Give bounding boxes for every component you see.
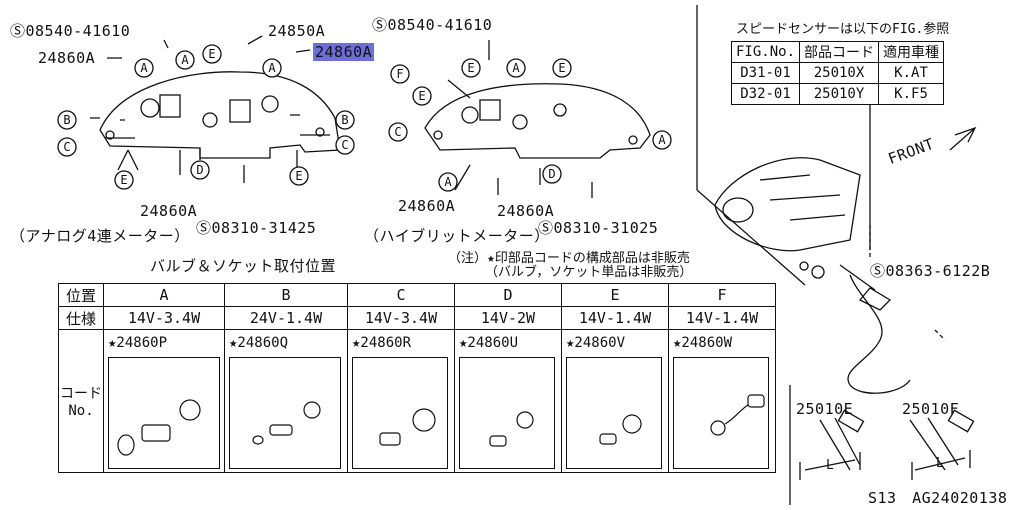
bulb-label-hb2: 24860A xyxy=(497,202,555,220)
callout-a-1: A xyxy=(140,61,148,75)
callout-e-6: E xyxy=(418,89,425,103)
fig-header-part-code: 部品コード xyxy=(799,41,880,63)
bulb-label-a1: 24860A xyxy=(38,49,96,67)
screw-label-s5: Ⓢ08363-6122B xyxy=(870,262,991,280)
fig-cell: K.F5 xyxy=(878,83,945,105)
screw-label-s2: Ⓢ08540-41610 xyxy=(372,16,493,34)
fig-cell: D31-01 xyxy=(730,62,801,84)
speed-sensor-sketch xyxy=(714,157,861,252)
table-row: コード No. ★24860P ★24860Q ★24860R ★24860U … xyxy=(58,329,776,473)
spec-cell: 14V-1.4W xyxy=(561,306,669,330)
table-row: D32-01 25010Y K.F5 xyxy=(730,83,945,105)
bulb-picture-box xyxy=(229,357,341,469)
clip-label-e: 25010E xyxy=(796,400,854,418)
row-label-position: 位置 xyxy=(58,283,104,307)
fig-table-header: FIG.No. 部品コード 適用車種 xyxy=(730,41,945,63)
callout-e-4: E xyxy=(467,61,474,75)
callout-e-5: E xyxy=(558,61,565,75)
spec-cell: 14V-3.4W xyxy=(103,306,225,330)
pos-cell: E xyxy=(561,283,669,307)
code-cell: ★24860P xyxy=(103,329,225,473)
fig-header-fig-no: FIG.No. xyxy=(730,41,801,63)
screw-label-s4: Ⓢ08310-31025 xyxy=(538,219,659,237)
spec-cell: 14V-1.4W xyxy=(668,306,776,330)
hybrid-cluster-outline xyxy=(424,83,651,159)
note-line-2: （バルブ，ソケット単品は非販売） xyxy=(485,265,693,280)
diagram-code: S13 AG24020138 xyxy=(868,489,1008,507)
part-label-highlighted[interactable]: 24860A xyxy=(313,43,375,61)
row-label-spec: 仕様 xyxy=(58,306,104,330)
part-code: ★24860V xyxy=(566,335,626,351)
part-code: ★24860P xyxy=(108,335,168,351)
callout-d-2: D xyxy=(548,167,555,181)
clip-length-mark-f: L xyxy=(936,456,944,471)
table-row: D31-01 25010X K.AT xyxy=(730,62,945,84)
part-label-24850a: 24850A xyxy=(268,22,326,40)
speed-sensor-note: スピードセンサーは以下のFIG.参照 xyxy=(736,22,950,37)
part-code: ★24860U xyxy=(459,335,519,351)
clip-label-f: 25010F xyxy=(902,400,960,418)
bulb-label-hb1: 24860A xyxy=(398,197,456,215)
bulb-picture-box xyxy=(352,357,448,469)
fig-cell: D32-01 xyxy=(730,83,801,105)
note-line-1: （注）★印部品コードの構成部品は非販売 xyxy=(448,251,690,266)
caption-analog: （アナログ4連メーター） xyxy=(10,227,190,245)
callout-e-2: E xyxy=(120,173,127,187)
code-cell: ★24860R xyxy=(347,329,455,473)
callout-a-4: A xyxy=(512,61,520,75)
callout-b-2: B xyxy=(341,113,348,127)
pos-cell: F xyxy=(668,283,776,307)
code-cell: ★24860W xyxy=(668,329,776,473)
callout-c-3: C xyxy=(394,125,401,139)
fig-cell: K.AT xyxy=(878,62,945,84)
callout-f-1: F xyxy=(396,67,403,81)
part-code: ★24860W xyxy=(673,335,733,351)
fig-cell: 25010Y xyxy=(799,83,880,105)
pos-cell: A xyxy=(103,283,225,307)
analog-cluster-outline xyxy=(99,71,341,159)
row-label-code: コード No. xyxy=(58,329,104,473)
table-row: 位置 A B C D E F xyxy=(58,283,776,307)
callout-d-1: D xyxy=(196,163,203,177)
pos-cell: C xyxy=(347,283,455,307)
pos-cell: D xyxy=(454,283,562,307)
code-cell: ★24860V xyxy=(561,329,669,473)
spec-cell: 24V-1.4W xyxy=(224,306,348,330)
callout-a-3: A xyxy=(268,61,276,75)
pos-cell: B xyxy=(224,283,348,307)
spec-cell: 14V-3.4W xyxy=(347,306,455,330)
caption-hybrid: （ハイブリットメーター） xyxy=(364,227,550,245)
screw-label-s1: Ⓢ08540-41610 xyxy=(10,22,131,40)
fig-cell: 25010X xyxy=(799,62,880,84)
callout-a-6: A xyxy=(658,133,666,147)
callout-b-1: B xyxy=(63,113,70,127)
bulb-socket-table: 位置 A B C D E F 仕様 14V-3.4W 24V-1.4W 14V-… xyxy=(58,283,776,473)
code-cell: ★24860Q xyxy=(224,329,348,473)
spec-cell: 14V-2W xyxy=(454,306,562,330)
part-code: ★24860Q xyxy=(229,335,289,351)
bulb-label-bottom: 24860A xyxy=(140,202,198,220)
screw-label-s3: Ⓢ08310-31425 xyxy=(196,219,317,237)
bulb-picture-box xyxy=(566,357,662,469)
callout-a-2: A xyxy=(181,53,189,67)
callout-c-2: C xyxy=(341,138,348,152)
table-row: 仕様 14V-3.4W 24V-1.4W 14V-3.4W 14V-2W 14V… xyxy=(58,306,776,330)
callout-a-5: A xyxy=(444,175,452,189)
clip-length-mark-e: L xyxy=(826,458,834,473)
callout-c-1: C xyxy=(63,140,70,154)
part-code: ★24860R xyxy=(352,335,412,351)
bulb-picture-box xyxy=(459,357,555,469)
callout-e-3: E xyxy=(295,169,302,183)
code-cell: ★24860U xyxy=(454,329,562,473)
bulb-picture-box xyxy=(673,357,769,469)
bulb-section-title: バルブ＆ソケット取付位置 xyxy=(150,257,337,275)
callout-e-1: E xyxy=(208,47,215,61)
bulb-picture-box xyxy=(108,357,220,469)
fig-table: FIG.No. 部品コード 適用車種 D31-01 25010X K.AT D3… xyxy=(730,41,945,105)
fig-header-vehicle: 適用車種 xyxy=(878,41,945,63)
